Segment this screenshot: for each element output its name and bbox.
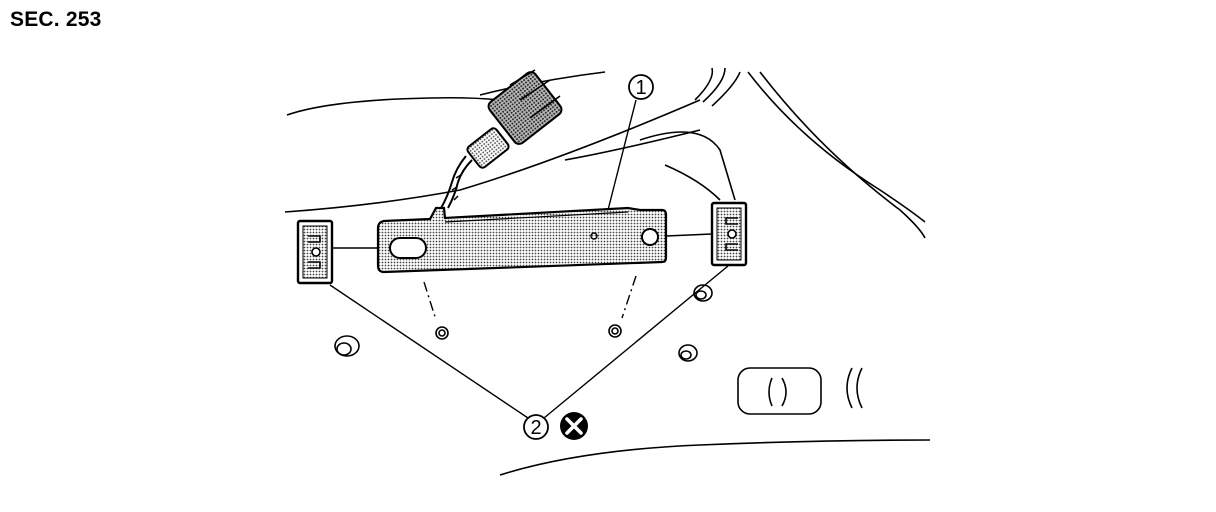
assembly-lines [332, 233, 713, 321]
mount-hole-left [435, 326, 449, 340]
x-circle-icon [560, 412, 588, 440]
grommet-left [334, 335, 360, 357]
callout-1-number: 1 [635, 77, 646, 99]
body-plug [737, 367, 863, 415]
section-label: SEC. 253 [10, 8, 102, 31]
harness-connector [439, 69, 563, 211]
callout-2: 2 [523, 414, 549, 440]
clip-right [710, 201, 748, 267]
clip-left [296, 219, 334, 285]
body-panel-lines [284, 67, 931, 476]
grommet-right-lower [678, 344, 698, 362]
mount-hole-right [608, 324, 622, 338]
callout-1: 1 [628, 74, 654, 100]
grommet-holes [334, 284, 713, 362]
main-component [376, 206, 668, 274]
grommet-right-upper [693, 284, 713, 302]
leader-lines [329, 99, 729, 419]
callout-2-number: 2 [530, 417, 541, 439]
